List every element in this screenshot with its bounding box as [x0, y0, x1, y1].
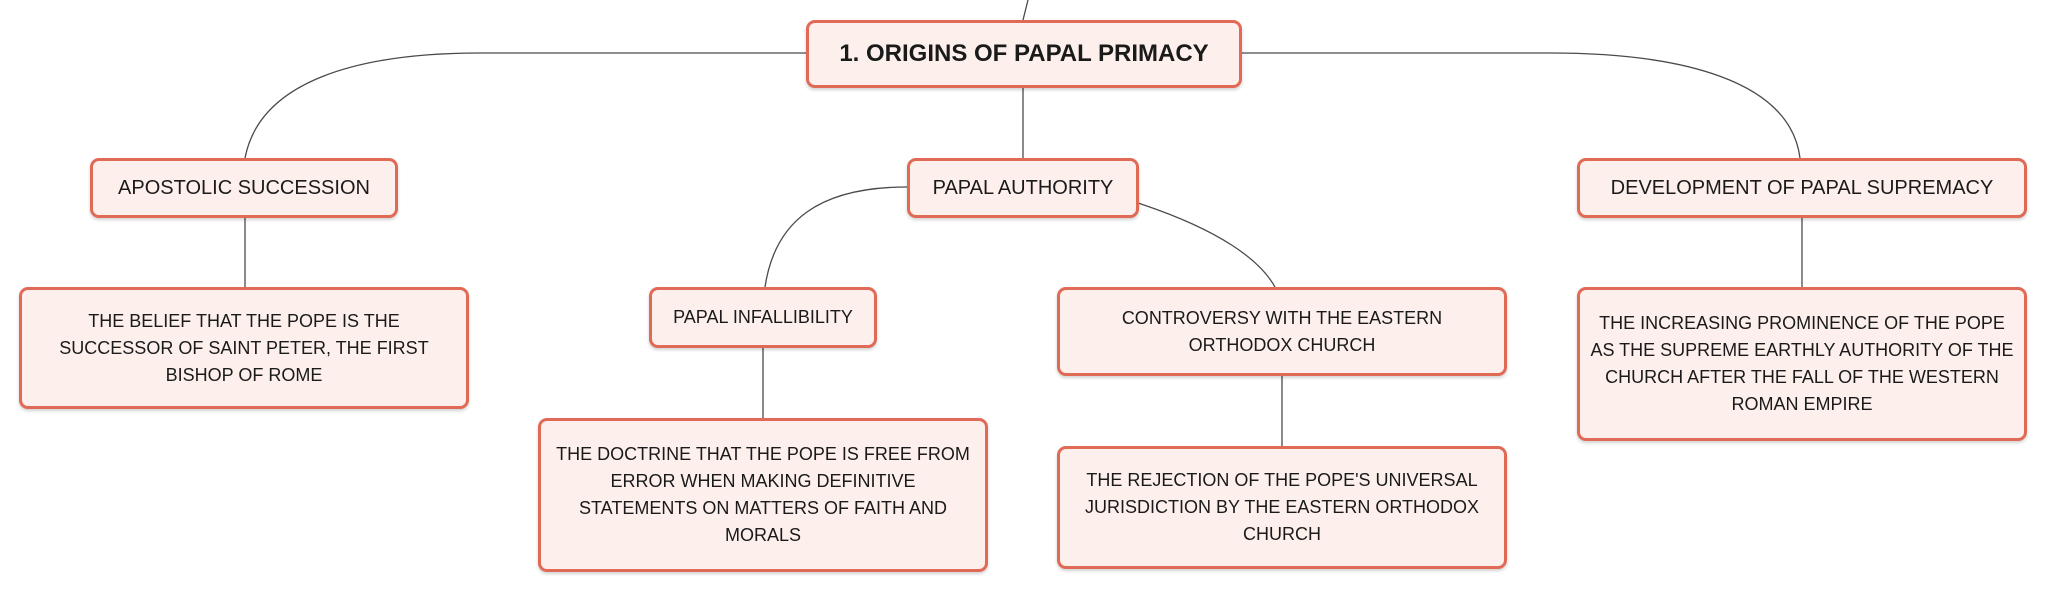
connector-authority-to-controversy [1137, 202, 1276, 288]
apostolic-succession-node[interactable]: APOSTOLIC SUCCESSION [90, 158, 398, 218]
eastern-orthodox-controversy-node[interactable]: CONTROVERSY WITH THE EASTERN ORTHODOX CH… [1057, 287, 1507, 376]
connector-root-to-apostolic [244, 52, 806, 159]
connector-root-to-supremacy [1242, 52, 1801, 159]
root-node[interactable]: 1. ORIGINS OF PAPAL PRIMACY [806, 20, 1242, 88]
papal-supremacy-node[interactable]: DEVELOPMENT OF PAPAL SUPREMACY [1577, 158, 2027, 218]
apostolic-succession-detail-node[interactable]: THE BELIEF THAT THE POPE IS THE SUCCESSO… [19, 287, 469, 409]
eastern-orthodox-controversy-label: CONTROVERSY WITH THE EASTERN ORTHODOX CH… [1121, 307, 1443, 355]
eastern-orthodox-controversy-detail-text: THE REJECTION OF THE POPE'S UNIVERSAL JU… [1084, 470, 1480, 544]
papal-infallibility-detail-text: THE DOCTRINE THAT THE POPE IS FREE FROM … [556, 444, 970, 545]
connector-authority-to-infallibility [764, 186, 908, 288]
papal-supremacy-detail-text: THE INCREASING PROMINENCE OF THE POPE AS… [1590, 313, 2014, 414]
connector-parent-to-root [1022, 0, 1029, 21]
papal-supremacy-label: DEVELOPMENT OF PAPAL SUPREMACY [1610, 176, 1994, 199]
papal-infallibility-detail-node[interactable]: THE DOCTRINE THAT THE POPE IS FREE FROM … [538, 418, 988, 572]
papal-authority-node[interactable]: PAPAL AUTHORITY [907, 158, 1139, 218]
papal-infallibility-label: PAPAL INFALLIBILITY [673, 307, 853, 327]
papal-infallibility-node[interactable]: PAPAL INFALLIBILITY [649, 287, 877, 348]
eastern-orthodox-controversy-detail-node[interactable]: THE REJECTION OF THE POPE'S UNIVERSAL JU… [1057, 446, 1507, 569]
apostolic-succession-label: APOSTOLIC SUCCESSION [118, 176, 370, 199]
papal-supremacy-detail-node[interactable]: THE INCREASING PROMINENCE OF THE POPE AS… [1577, 287, 2027, 441]
papal-authority-label: PAPAL AUTHORITY [932, 176, 1114, 199]
apostolic-succession-detail-text: THE BELIEF THAT THE POPE IS THE SUCCESSO… [59, 310, 429, 385]
root-label: 1. ORIGINS OF PAPAL PRIMACY [839, 40, 1209, 67]
